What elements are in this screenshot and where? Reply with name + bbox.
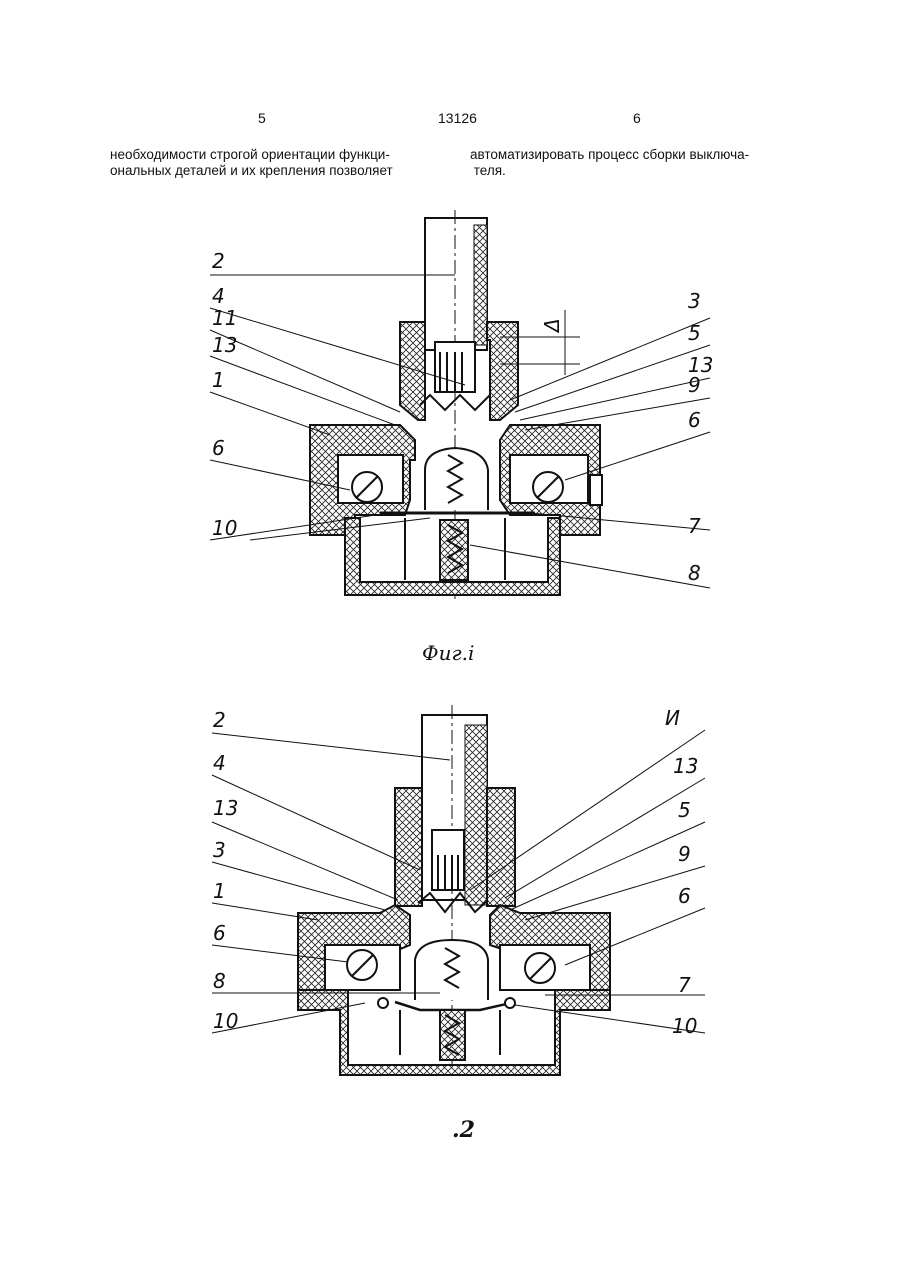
fig1-label-r8: 8: [688, 561, 701, 585]
fig2-label-10: 10: [213, 1009, 238, 1033]
fig1-label-r9: 9: [688, 373, 701, 397]
fig2-label-r10: 10: [672, 1014, 697, 1038]
fig2-label-r7: 7: [678, 973, 691, 997]
fig2-label-1: 1: [213, 879, 226, 903]
figure-1: [310, 210, 602, 600]
figure-2: [298, 705, 610, 1075]
sleeve-part-3: [400, 322, 425, 420]
fig1-label-11: 11: [212, 306, 237, 330]
fig1-dim-delta: Δ: [540, 318, 564, 334]
fig1-label-4: 4: [212, 284, 225, 308]
contact-cap: [415, 940, 488, 1000]
fig2-label-2: 2: [213, 708, 226, 732]
fig1-label-6: 6: [212, 436, 225, 460]
fig1-label-r7: 7: [688, 514, 701, 538]
fig1-label-r3: 3: [688, 289, 701, 313]
fig2-label-8: 8: [213, 969, 226, 993]
fig1-label-10: 10: [212, 516, 237, 540]
fig1-caption: Фиг.i: [422, 641, 474, 665]
contact-cap: [425, 448, 488, 510]
fig1-label-1: 1: [212, 368, 225, 392]
fig2-label-r9: 9: [678, 842, 691, 866]
fig2-label-13: 13: [213, 796, 238, 820]
fig1-label-r5: 5: [688, 321, 701, 345]
fig2-label-6: 6: [213, 921, 226, 945]
fig2-label-r5: 5: [678, 798, 691, 822]
fig1-label-r6: 6: [688, 408, 701, 432]
fig2-label-4: 4: [213, 751, 226, 775]
fig2-label-3: 3: [213, 838, 226, 862]
fig1-label-13: 13: [212, 333, 237, 357]
fig2-caption: .2: [452, 1117, 475, 1143]
fig2-label-rI: И: [665, 706, 680, 730]
fig1-label-2: 2: [212, 249, 225, 273]
fig2-label-r13: 13: [673, 754, 698, 778]
fig2-label-r6: 6: [678, 884, 691, 908]
